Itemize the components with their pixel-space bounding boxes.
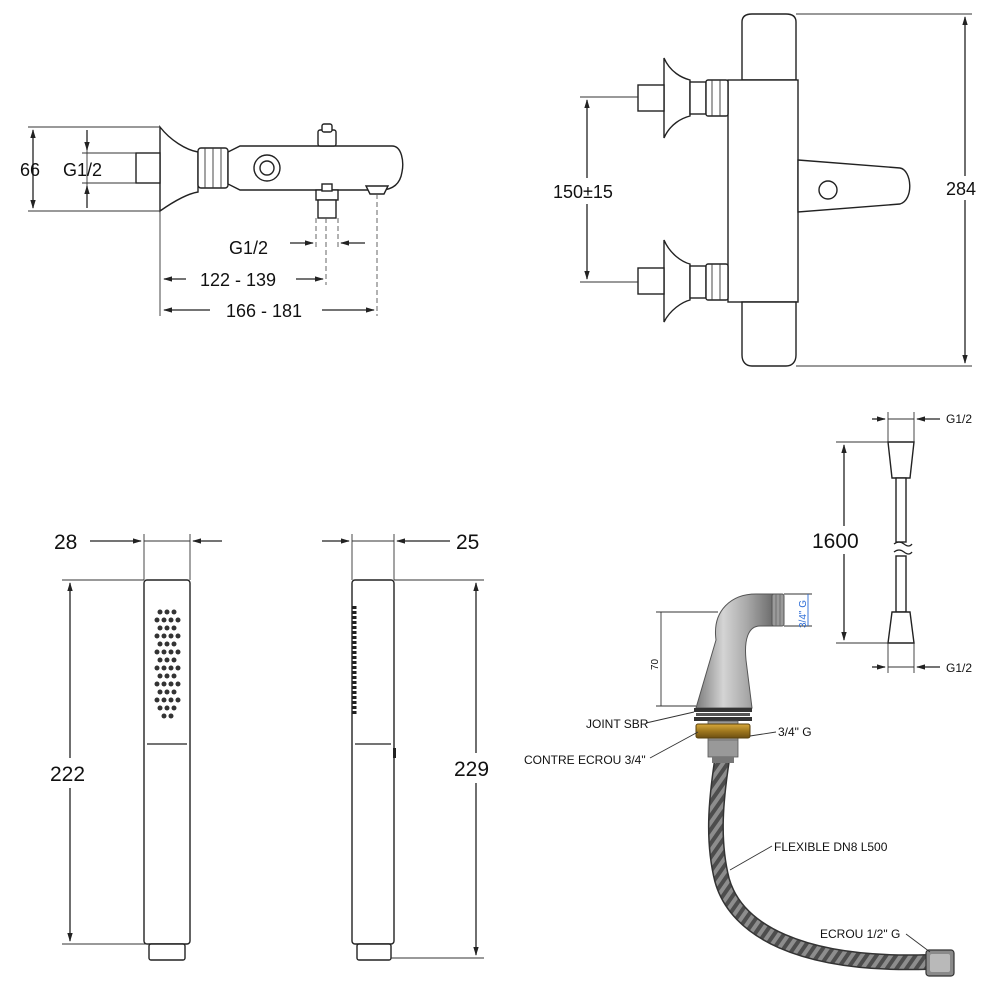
- spout-height-label: 70: [650, 658, 661, 670]
- shower-hose: G1/2 1600 G1/2: [812, 412, 972, 675]
- inlet-thread-label: G1/2: [63, 160, 102, 180]
- depth-short-label: 122 - 139: [200, 270, 276, 290]
- thread-label: 3/4" G: [778, 725, 812, 739]
- handshower-length-label: 222: [50, 763, 85, 786]
- end-nut-label: ECROU 1/2" G: [820, 927, 900, 941]
- mixer-front-view: 150±15 284: [552, 13, 985, 367]
- spout-assembly: 70 3/4" G JOINT SBR CONTRE ECROU 3/4" 3/…: [524, 593, 955, 977]
- handshower-side-view: 25 229: [322, 531, 500, 961]
- handshower-width-label: 28: [54, 531, 77, 554]
- hose-top-thread-label: G1/2: [946, 412, 972, 426]
- mixer-side-view: 66 G1/2 G1/2 122 - 139 166 - 181: [20, 123, 404, 321]
- outlet-thread-label: G1/2: [229, 238, 268, 258]
- locknut-label: CONTRE ECROU 3/4": [524, 753, 646, 767]
- handshower-side-width-label: 25: [456, 531, 479, 554]
- hose-bottom-thread-label: G1/2: [946, 661, 972, 675]
- spout-outlet-thread-label: 3/4" G: [798, 600, 809, 628]
- handshower-front-view: 28 222: [48, 531, 222, 961]
- handshower-side-length-label: 229: [454, 758, 489, 781]
- mixer-total-height-label: 284: [946, 179, 976, 199]
- depth-long-label: 166 - 181: [226, 301, 302, 321]
- mixer-height-label: 66: [20, 160, 40, 180]
- hose-length-label: 1600: [812, 530, 859, 553]
- joint-label: JOINT SBR: [586, 717, 649, 731]
- flexible-label: FLEXIBLE DN8 L500: [774, 840, 888, 854]
- centres-label: 150±15: [553, 182, 613, 202]
- spray-nozzles: [154, 609, 181, 719]
